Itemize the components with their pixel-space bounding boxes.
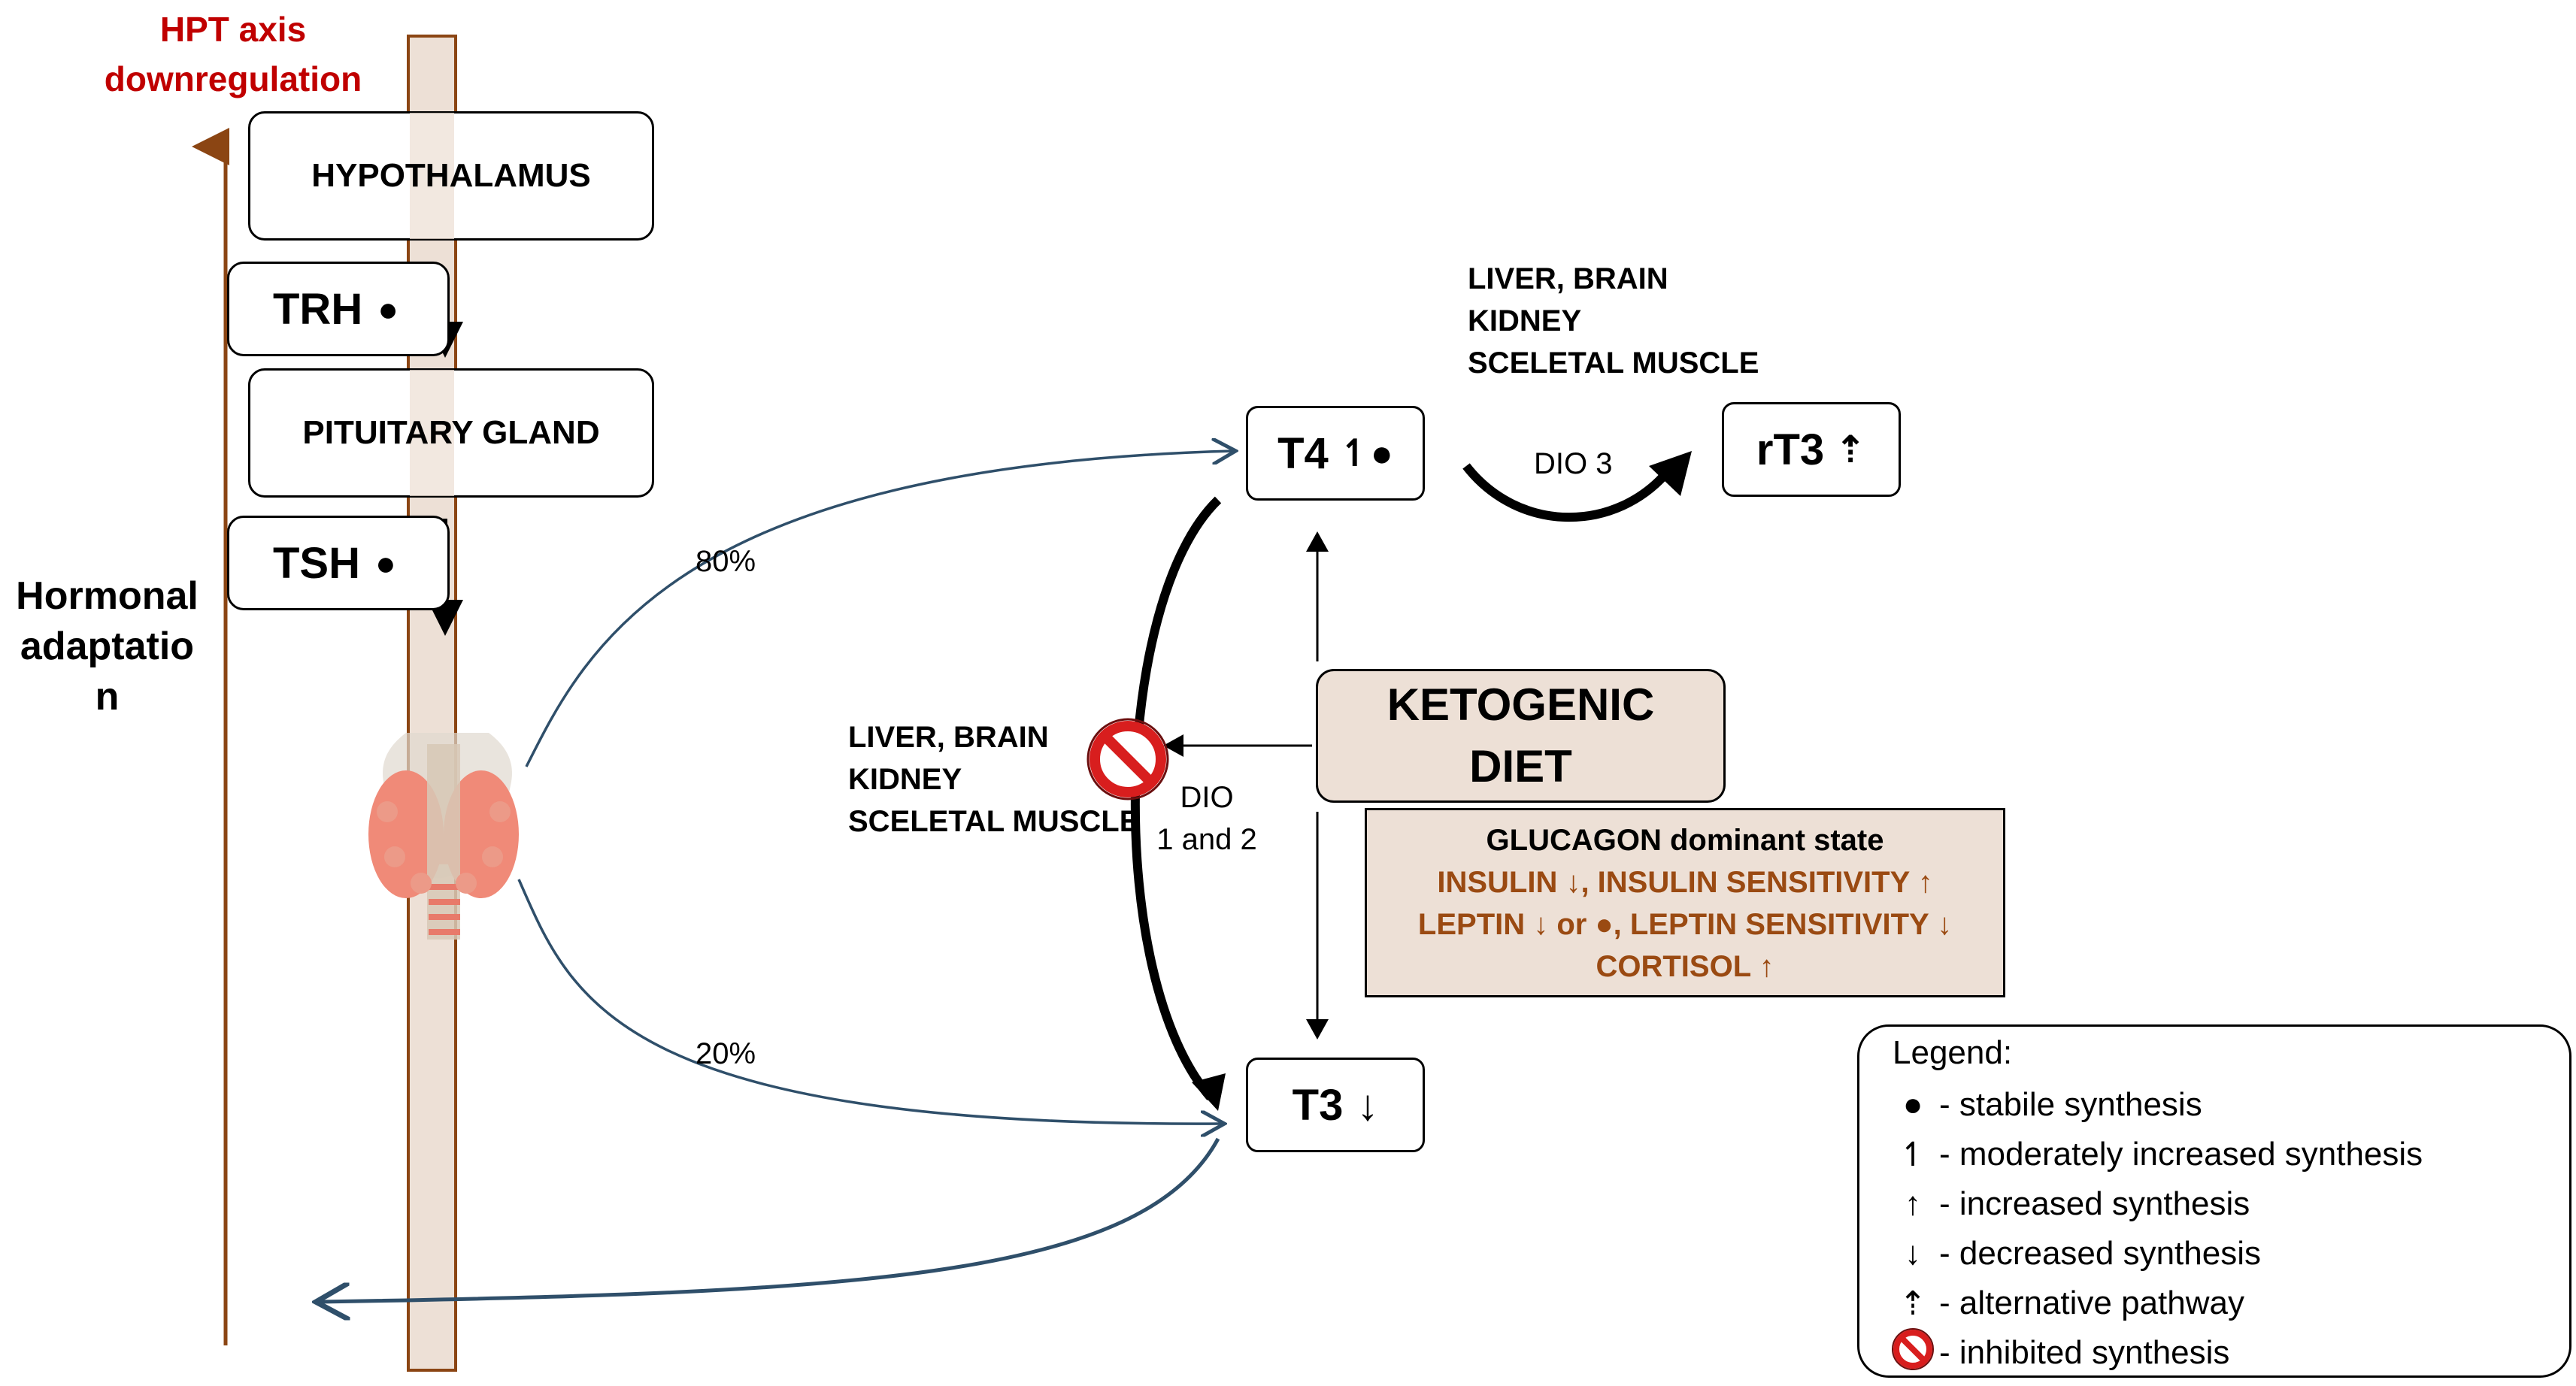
t4-symbols: ↿● (1338, 432, 1393, 474)
legend-alternative-symbol: ⇡ (1899, 1285, 1927, 1322)
t4-to-rt3-curved-arrow (1462, 463, 1673, 522)
t3-label: T3 (1292, 1080, 1344, 1130)
legend-alternative-text: - alternative pathway (1939, 1285, 2244, 1321)
glucagon-line3: CORTISOL ↑ (1596, 950, 1774, 983)
legend-item-stable: ● - stabile synthesis (1887, 1081, 2202, 1129)
rt3-label: rT3 (1756, 425, 1825, 474)
hpt-bar-overlay-1 (410, 113, 454, 239)
legend-increased-symbol: ↑ (1905, 1185, 1921, 1222)
tissues-top: LIVER, BRAIN KIDNEY SCELETAL MUSCLE (1468, 258, 1759, 384)
legend-decreased-text: - decreased synthesis (1939, 1235, 2261, 1272)
dio12-line1: DIO (1180, 781, 1234, 814)
tissues-left: LIVER, BRAIN KIDNEY SCELETAL MUSCLE (848, 716, 1139, 843)
pct-20-label: 20% (696, 1037, 756, 1070)
t3-box: T3 ↓ (1246, 1058, 1425, 1152)
hormonal-line3: n (95, 675, 120, 719)
tissue-left-2: KIDNEY (848, 763, 962, 796)
legend-stable-symbol: ● (1902, 1086, 1923, 1123)
legend-inhibited-text: - inhibited synthesis (1939, 1334, 2230, 1371)
no-entry-icon (1086, 718, 1169, 800)
hpt-axis-title-line2: downregulation (104, 59, 362, 98)
legend-title: Legend: (1893, 1034, 2013, 1071)
hormonal-line1: Hormonal (16, 574, 199, 618)
legend-box: Legend: ● - stabile synthesis ↿ - modera… (1857, 1024, 2571, 1378)
legend-item-increased: ↑ - increased synthesis (1887, 1180, 2250, 1228)
trh-label: TRH (273, 284, 363, 334)
rt3-box: rT3 ⇡ (1722, 402, 1901, 497)
legend-item-inhibited: - inhibited synthesis (1887, 1327, 2230, 1380)
dio12-label: DIO 1 and 2 (1139, 776, 1274, 861)
pituitary-label: PITUITARY GLAND (302, 414, 600, 451)
legend-decreased-symbol: ↓ (1905, 1235, 1921, 1272)
pct-80-label: 80% (696, 545, 756, 578)
thyroid-to-t3-curve (517, 879, 1222, 1124)
hypothalamus-label: HYPOTHALAMUS (311, 157, 591, 194)
tissue-left-3: SCELETAL MUSCLE (848, 805, 1140, 838)
legend-no-entry-icon (1887, 1327, 1939, 1380)
glucagon-line2: LEPTIN ↓ or ●, LEPTIN SENSITIVITY ↓ (1417, 908, 1953, 941)
legend-item-decreased: ↓ - decreased synthesis (1887, 1230, 2261, 1278)
legend-increased-text: - increased synthesis (1939, 1185, 2250, 1222)
thyroid-to-t4-curve (525, 451, 1233, 767)
thyroid-gland-illustration (368, 733, 519, 940)
hormonal-line2: adaptatio (20, 625, 195, 668)
t3-decreased-symbol: ↓ (1356, 1080, 1379, 1130)
keto-line1: KETOGENIC (1386, 679, 1655, 730)
glucagon-line1: INSULIN ↓, INSULIN SENSITIVITY ↑ (1437, 866, 1933, 899)
dio12-line2: 1 and 2 (1156, 823, 1257, 856)
legend-items: ● - stabile synthesis ↿ - moderately inc… (1887, 1081, 2563, 1374)
legend-moderate-symbol: ↿ (1899, 1136, 1927, 1173)
hpt-axis-bar (407, 35, 457, 1372)
tsh-label: TSH (273, 538, 360, 588)
tsh-box: TSH ● (227, 516, 450, 610)
dio3-label: DIO 3 (1534, 447, 1613, 480)
hpt-axis-title-line1: HPT axis (159, 10, 307, 49)
tissue-top-2: KIDNEY (1468, 304, 1582, 337)
legend-moderate-text: - moderately increased synthesis (1939, 1136, 2423, 1173)
tissue-top-1: LIVER, BRAIN (1468, 262, 1668, 295)
tsh-stable-symbol: ● (375, 543, 396, 583)
t3-feedback-curve (320, 1137, 1220, 1302)
legend-stable-text: - stabile synthesis (1939, 1086, 2202, 1123)
tissue-top-3: SCELETAL MUSCLE (1468, 346, 1759, 380)
trh-stable-symbol: ● (377, 289, 399, 328)
rt3-alternative-symbol: ⇡ (1835, 428, 1867, 471)
tissue-left-1: LIVER, BRAIN (848, 721, 1049, 754)
trh-box: TRH ● (227, 262, 450, 356)
hpt-axis-title: HPT axis downregulation (79, 5, 387, 104)
t4-box: T4 ↿● (1246, 406, 1425, 501)
t4-label: T4 (1277, 428, 1329, 478)
hpt-bar-overlay-2 (410, 370, 454, 496)
glucagon-title: GLUCAGON dominant state (1486, 824, 1884, 857)
legend-item-moderate: ↿ - moderately increased synthesis (1887, 1130, 2423, 1179)
hormonal-adaptation-label: Hormonal adaptatio n (0, 571, 214, 722)
glucagon-state-box: GLUCAGON dominant state INSULIN ↓, INSUL… (1365, 808, 2005, 997)
ketogenic-diet-box: KETOGENIC DIET (1316, 669, 1726, 803)
legend-item-alternative: ⇡ - alternative pathway (1887, 1279, 2244, 1327)
keto-line2: DIET (1469, 741, 1572, 791)
